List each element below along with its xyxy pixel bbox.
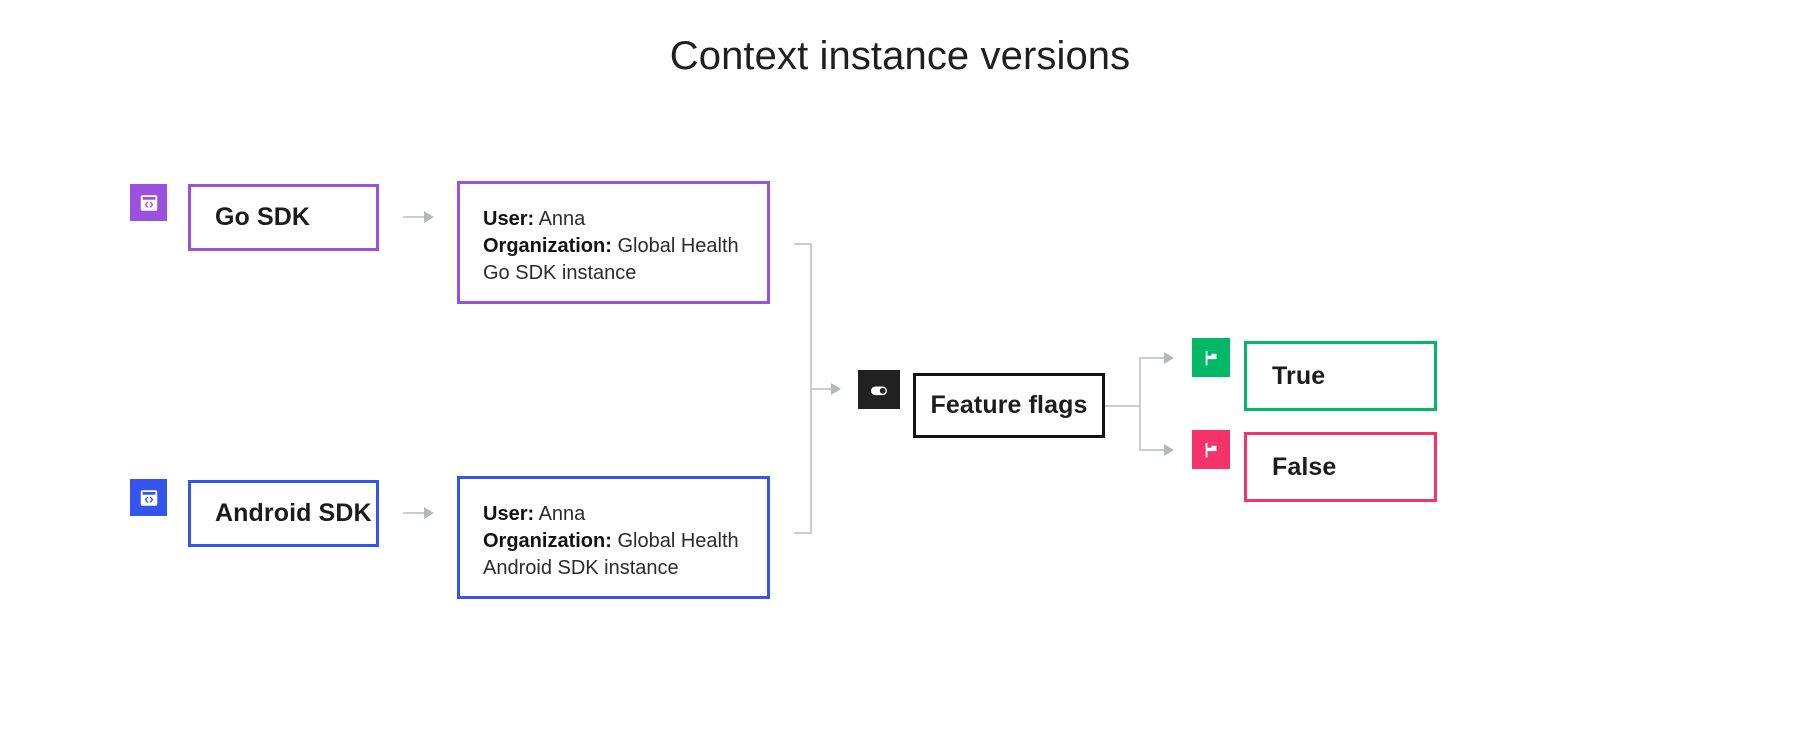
go-instance-user-value: Anna	[538, 208, 586, 230]
android-instance-org-line: Organization: Global Health	[483, 528, 767, 555]
code-window-icon	[130, 479, 167, 516]
android-instance-user-line: User: Anna	[483, 501, 767, 528]
go-instance-user-line: User: Anna	[483, 206, 767, 233]
node-go-instance[interactable]: User: Anna Organization: Global Health G…	[457, 181, 770, 304]
node-feature-flags-label: Feature flags	[930, 391, 1088, 419]
flag-icon	[1192, 430, 1230, 469]
arrow-head-android-sdk-to-instance	[424, 507, 434, 519]
go-instance-name: Go SDK instance	[483, 262, 637, 284]
android-instance-user-key: User:	[483, 503, 535, 525]
android-instance-org-value: Global Health	[617, 530, 739, 552]
flag-icon	[1192, 338, 1230, 377]
connector-android-sdk-to-instance	[403, 512, 425, 514]
arrow-head-merge-to-flags	[831, 383, 841, 395]
go-instance-org-line: Organization: Global Health	[483, 233, 767, 260]
connector-go-sdk-to-instance	[403, 216, 425, 218]
android-instance-org-key: Organization:	[483, 530, 612, 552]
go-instance-org-value: Global Health	[617, 235, 739, 257]
node-android-sdk-label: Android SDK	[215, 499, 372, 527]
arrow-head-go-sdk-to-instance	[424, 211, 434, 223]
node-outcome-false-label: False	[1272, 452, 1337, 481]
android-instance-name: Android SDK instance	[483, 557, 679, 579]
go-instance-user-key: User:	[483, 208, 535, 230]
connector-split-to-false	[1139, 449, 1165, 451]
arrow-head-to-true	[1164, 352, 1174, 364]
connector-split-to-true	[1139, 357, 1165, 359]
go-instance-org-key: Organization:	[483, 235, 612, 257]
node-outcome-false[interactable]: False	[1244, 432, 1437, 502]
node-go-sdk-label: Go SDK	[215, 203, 311, 231]
node-feature-flags[interactable]: Feature flags	[913, 373, 1105, 438]
node-outcome-true[interactable]: True	[1244, 341, 1437, 411]
page-title: Context instance versions	[669, 34, 1131, 78]
arrow-head-to-false	[1164, 444, 1174, 456]
toggle-switch-icon	[858, 370, 900, 409]
node-android-instance[interactable]: User: Anna Organization: Global Health A…	[457, 476, 770, 599]
connector-merge-stub-top	[794, 243, 812, 245]
connector-flags-out	[1105, 405, 1141, 407]
node-android-sdk[interactable]: Android SDK	[188, 480, 379, 547]
connector-merge-stub-bottom	[794, 532, 812, 534]
connector-split-spine	[1139, 357, 1141, 450]
code-window-icon	[130, 184, 167, 221]
node-outcome-true-label: True	[1272, 361, 1326, 390]
android-instance-user-value: Anna	[538, 503, 586, 525]
connector-merge-to-flags	[810, 388, 832, 390]
node-go-sdk[interactable]: Go SDK	[188, 184, 379, 251]
